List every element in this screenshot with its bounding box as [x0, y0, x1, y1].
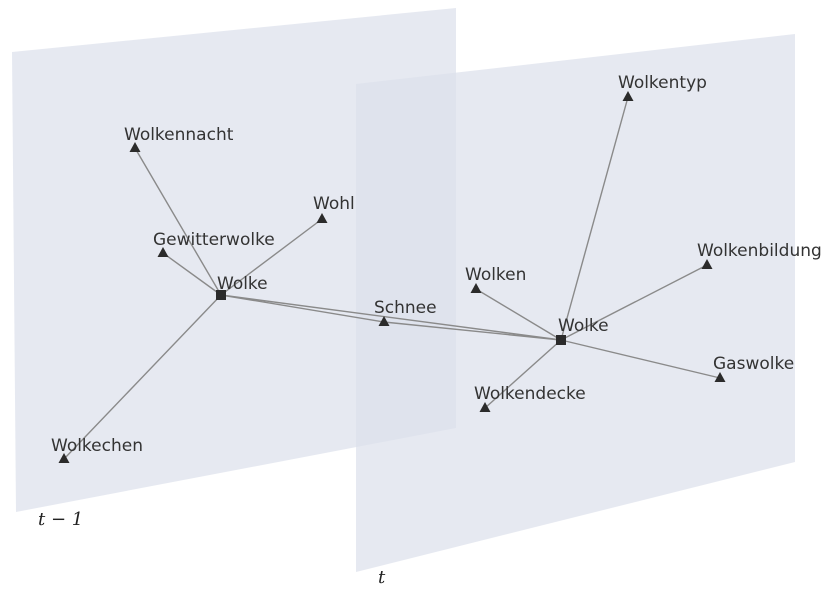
node-l_gewitterwolke	[157, 247, 169, 257]
node-r_gaswolke	[714, 372, 726, 382]
plane-left-label: t − 1	[38, 509, 83, 530]
node-l_wolkennacht	[129, 142, 141, 152]
node-r_wolkentyp	[622, 91, 634, 101]
edge-l_wolke-r_wolke	[220, 294, 562, 341]
edge-r_wolke-r_wolkendecke	[484, 339, 562, 409]
node-l_wolke	[216, 290, 226, 300]
edge-r_wolke-r_wolkentyp	[560, 96, 629, 341]
edge-l_wolke-schnee	[220, 294, 385, 323]
node-r_wolke	[556, 335, 566, 345]
node-label-r_wolken: Wolken	[465, 265, 526, 285]
node-label-schnee: Schnee	[374, 298, 437, 318]
edge-l_wolke-l_wohl	[220, 218, 323, 296]
node-l_wolkechen	[58, 453, 70, 463]
planes-layer: t − 1 t	[12, 8, 795, 588]
edge-l_wolke-l_gewitterwolke	[162, 252, 222, 296]
edge-r_wolke-r_gaswolke	[560, 339, 721, 379]
node-schnee	[378, 316, 390, 326]
node-label-r_wolkendecke: Wolkendecke	[474, 384, 586, 404]
node-label-l_wolke: Wolke	[217, 274, 268, 294]
plane-left	[12, 8, 456, 512]
edge-l_wolke-l_wolkechen	[63, 294, 222, 460]
node-l_wohl	[316, 213, 328, 223]
node-label-r_wolkenbildung: Wolkenbildung	[697, 241, 822, 261]
plane-right	[356, 34, 795, 572]
node-label-r_gaswolke: Gaswolke	[713, 354, 794, 374]
edge-r_wolke-r_wolken	[475, 288, 562, 341]
node-label-l_wohl: Wohl	[313, 194, 355, 214]
node-label-l_wolkechen: Wolkechen	[51, 436, 143, 456]
node-r_wolkenbildung	[701, 259, 713, 269]
nodes-layer	[58, 91, 726, 463]
node-label-r_wolkentyp: Wolkentyp	[618, 73, 707, 93]
node-label-l_wolkennacht: Wolkennacht	[124, 125, 234, 145]
node-label-r_wolke: Wolke	[558, 316, 609, 336]
edge-r_wolke-r_wolkenbildung	[560, 264, 708, 341]
node-r_wolken	[470, 283, 482, 293]
edge-schnee-r_wolke	[383, 321, 562, 341]
node-label-l_gewitterwolke: Gewitterwolke	[153, 230, 275, 250]
node-r_wolkendecke	[479, 402, 491, 412]
edges-layer	[63, 96, 721, 460]
edge-l_wolke-l_wolkennacht	[134, 147, 222, 296]
plane-right-label: t	[378, 567, 386, 588]
